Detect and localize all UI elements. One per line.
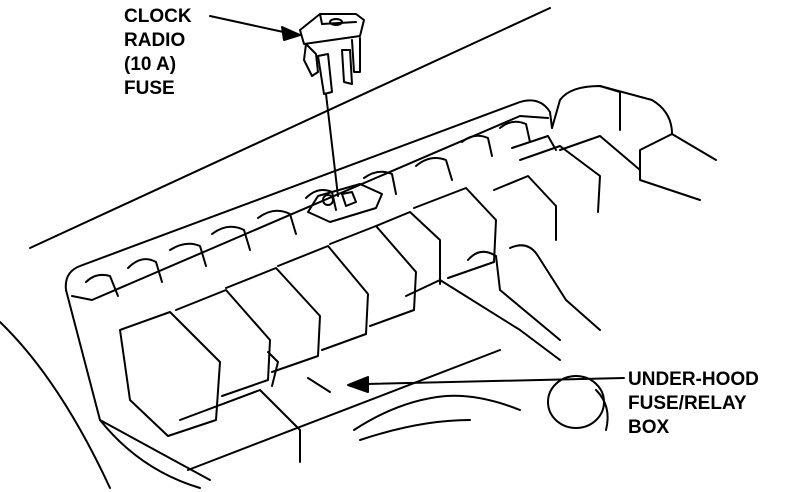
fuse-label-line: FUSE	[124, 78, 175, 99]
box-label-line: UNDER-HOOD	[628, 369, 759, 390]
relay-blocks	[120, 136, 640, 462]
clock-radio-fuse-label: CLOCK RADIO (10 A) FUSE	[124, 5, 192, 101]
fuse-label-line: RADIO	[124, 30, 186, 51]
inner-wall-lines	[100, 350, 500, 480]
fuse-label-line: CLOCK	[124, 6, 192, 27]
hood-edge-lines	[0, 8, 550, 488]
under-hood-box-label: UNDER-HOOD FUSE/RELAY BOX	[628, 368, 759, 440]
wiring-harness	[354, 245, 608, 440]
fuse-icon	[300, 14, 364, 94]
box-label-line: FUSE/RELAY	[628, 393, 747, 414]
fuse-label-line: (10 A)	[124, 54, 177, 75]
fuse-leader-line	[326, 94, 338, 196]
fuse-relay-box-housing	[66, 86, 716, 488]
box-callout-arrow	[348, 377, 624, 392]
clock-radio-fuse-slot	[308, 184, 382, 222]
fuse-callout-arrow	[210, 16, 300, 40]
box-label-line: BOX	[628, 417, 670, 438]
